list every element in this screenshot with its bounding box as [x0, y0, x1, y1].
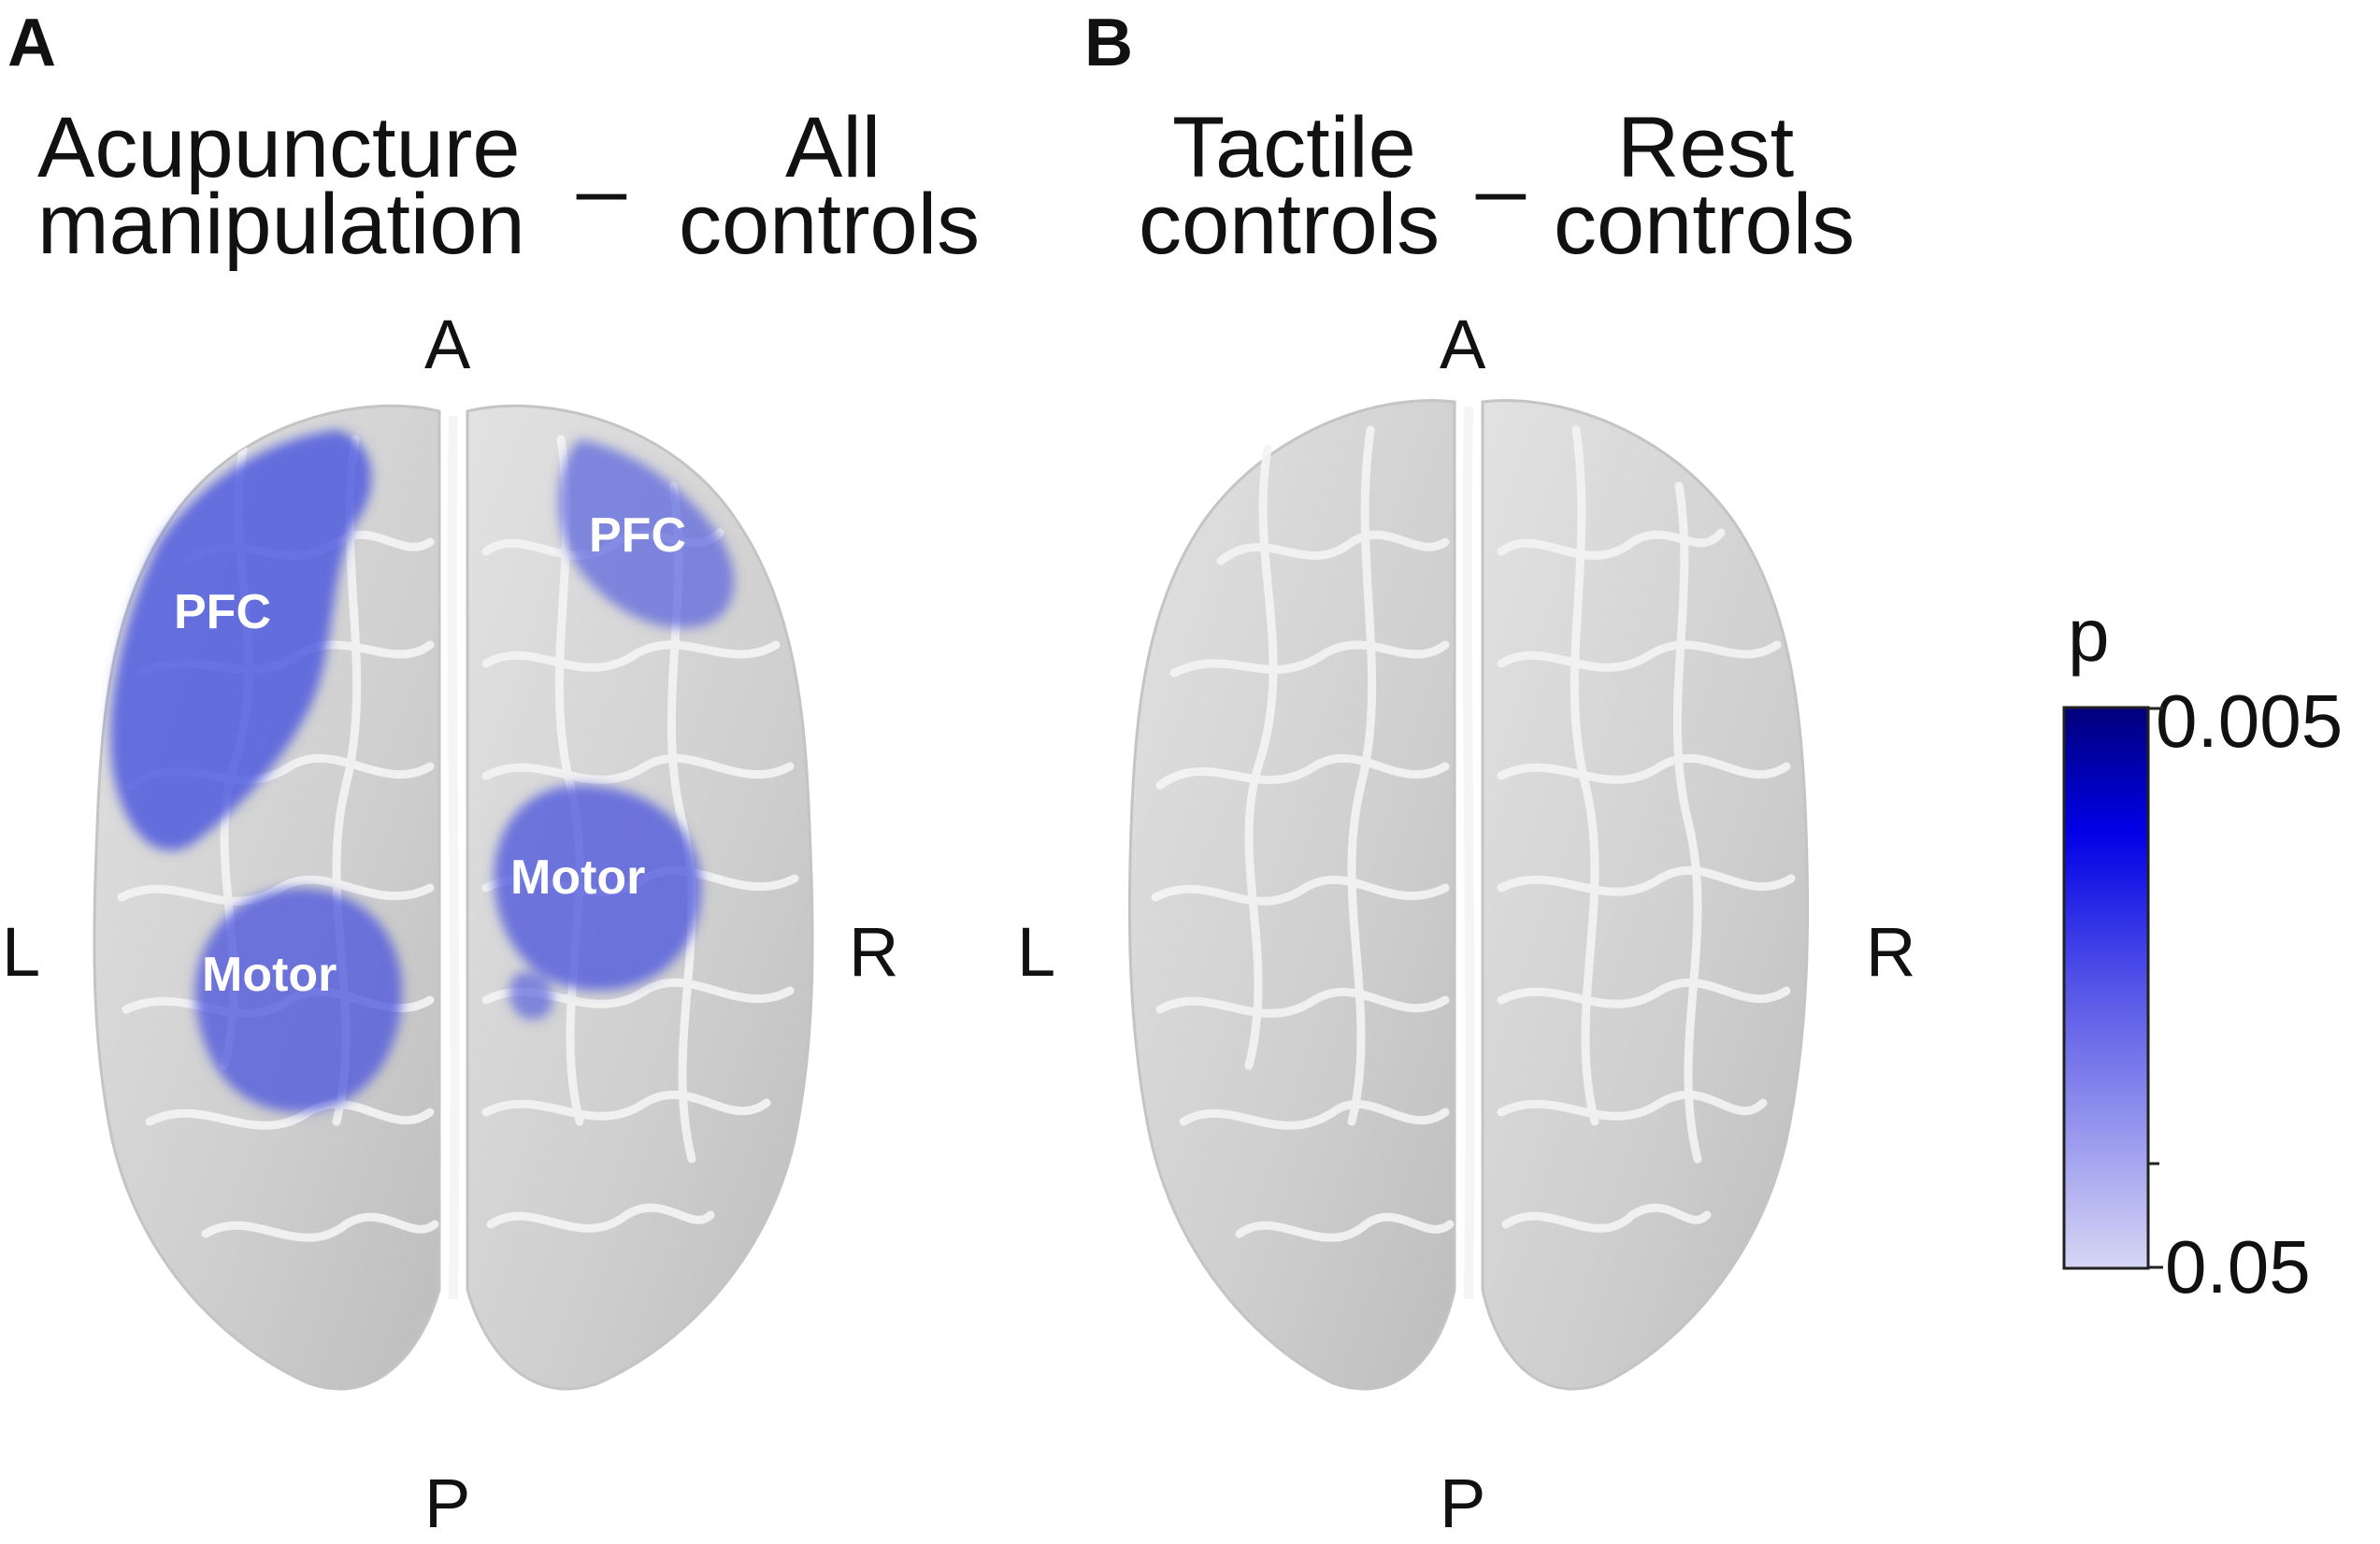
- region-label-pfc-right: PFC: [589, 508, 686, 563]
- region-label-pfc-left: PFC: [174, 585, 271, 639]
- brain-a-fissure: [447, 415, 460, 1300]
- panel-b-title-right-line1: Rest: [1617, 100, 1795, 195]
- panel-b-left-label: L: [1017, 913, 1056, 991]
- pfc-left-activation: [110, 430, 372, 851]
- panel-a-title-left-line2: manipulation: [37, 177, 525, 272]
- colorbar-label: p: [2068, 593, 2110, 677]
- brain-b-fissure: [1462, 406, 1475, 1300]
- panel-a-title-left-line1: Acupuncture: [37, 100, 521, 195]
- colorbar-min-label: 0.05: [2165, 1225, 2311, 1308]
- panel-b-anterior-label: A: [1440, 306, 1486, 383]
- panel-b-right-label: R: [1866, 913, 1916, 991]
- colorbar: [2062, 706, 2163, 1270]
- panel-a-right-label: R: [849, 913, 899, 991]
- colorbar-max-label: 0.005: [2156, 679, 2344, 763]
- panel-a-title-operator: _: [578, 106, 626, 201]
- panel-b-title-left-line2: controls: [1139, 177, 1441, 272]
- motor-right-small-activation: [509, 972, 553, 1021]
- pfc-right-activation: [558, 439, 735, 628]
- motor-right-activation: [494, 785, 701, 991]
- region-label-motor-left: Motor: [202, 948, 337, 1002]
- brain-b-right-hemisphere: [1481, 399, 1810, 1391]
- motor-left-activation: [194, 888, 402, 1112]
- panel-b-letter: B: [1084, 6, 1133, 80]
- panel-a-posterior-label: P: [424, 1465, 471, 1542]
- panel-b-title-left-line1: Tactile: [1172, 100, 1416, 195]
- panel-a-anterior-label: A: [424, 306, 471, 383]
- panel-b-title-right-line2: controls: [1554, 177, 1856, 272]
- panel-a-title-right-line2: controls: [679, 177, 981, 272]
- region-label-motor-right: Motor: [510, 851, 645, 905]
- brain-b: [1127, 399, 1810, 1391]
- brain-a: PFC PFC Motor Motor: [93, 404, 814, 1391]
- panel-b-title-operator: _: [1477, 106, 1526, 201]
- panel-a-left-label: L: [2, 913, 41, 991]
- panel-a-title-right-line1: All: [785, 100, 882, 195]
- panel-a-letter: A: [7, 6, 56, 80]
- brain-b-gyri: [1151, 425, 1796, 1242]
- panel-b-posterior-label: P: [1440, 1465, 1486, 1542]
- brain-a-activations: [110, 430, 735, 1112]
- colorbar-gradient: [2062, 706, 2150, 1270]
